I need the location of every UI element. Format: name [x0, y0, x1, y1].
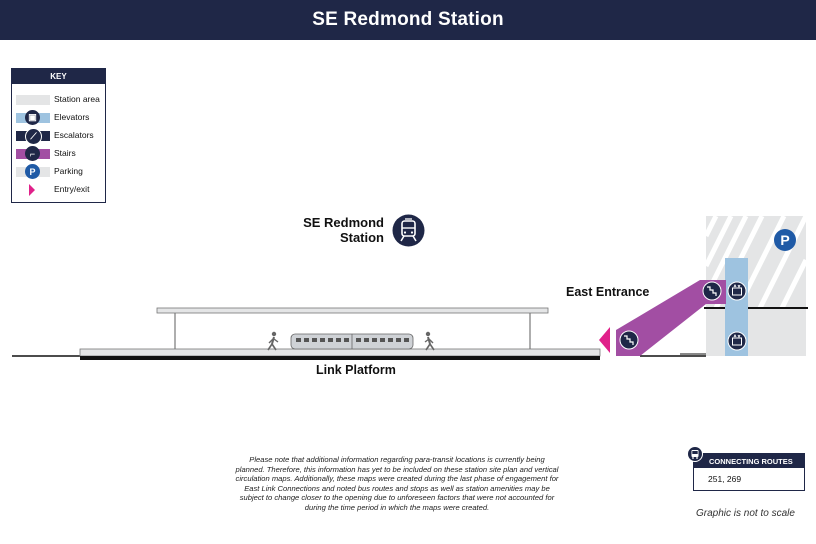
legend-label: Stairs: [54, 148, 76, 158]
disclaimer-note: Please note that additional information …: [235, 455, 559, 512]
elevator-icon: [727, 281, 747, 301]
escalator-icon: ⟋: [25, 128, 42, 145]
connecting-routes-values: 251, 269: [708, 474, 742, 484]
elevator-shaft: [725, 258, 748, 356]
parking-letter: P: [780, 232, 789, 248]
link-platform-label: Link Platform: [316, 363, 396, 377]
stairs-icon: ⌐: [25, 146, 40, 161]
train-icon: [290, 333, 414, 350]
legend-label: Station area: [54, 94, 100, 104]
legend-title: KEY: [12, 69, 105, 84]
station-name-line1: SE Redmond: [303, 215, 384, 230]
stairs-icon: [619, 330, 639, 350]
link-platform-track: [80, 356, 600, 360]
legend-item-elevators: ▣ Elevators: [12, 109, 107, 127]
legend-label: Escalators: [54, 130, 94, 140]
elevator-icon: ▣: [25, 110, 40, 125]
east-entrance-label: East Entrance: [566, 285, 650, 299]
page-title: SE Redmond Station: [312, 9, 504, 30]
station-name: SE Redmond Station: [286, 215, 384, 245]
station-area-swatch: [16, 95, 50, 105]
header-bar: SE Redmond Station: [0, 0, 816, 40]
link-platform-slab: [79, 348, 601, 357]
parking-icon: [774, 229, 796, 251]
stairs-icon: [702, 281, 722, 301]
legend-item-escalators: ⟋ Escalators: [12, 127, 107, 145]
entry-exit-marker: [599, 327, 610, 353]
legend-label: Elevators: [54, 112, 90, 122]
pedestrian-icon: [424, 331, 435, 351]
scale-note: Graphic is not to scale: [696, 508, 795, 519]
elevator-icon: [727, 331, 747, 351]
legend-item-stairs: ⌐ Stairs: [12, 145, 107, 163]
legend-item-station-area: Station area: [12, 91, 107, 109]
platform-canopy: [156, 307, 549, 314]
legend-label: Parking: [54, 166, 83, 176]
entry-exit-icon: [29, 184, 35, 196]
legend-item-entry-exit: Entry/exit: [12, 181, 107, 199]
pedestrian-icon: [267, 331, 279, 351]
parking-icon: P: [25, 164, 40, 179]
stairs-ramp: [616, 280, 726, 356]
connecting-routes-title: CONNECTING ROUTES: [694, 454, 804, 468]
train-icon: [392, 214, 425, 247]
legend-item-parking: P Parking: [12, 163, 107, 181]
legend-key: KEY Station area ▣ Elevators ⟋ Escalator…: [11, 68, 106, 203]
station-name-line2: Station: [339, 230, 384, 245]
bus-icon: [687, 446, 703, 462]
legend-label: Entry/exit: [54, 184, 90, 194]
connecting-routes-box: CONNECTING ROUTES 251, 269: [693, 453, 805, 491]
